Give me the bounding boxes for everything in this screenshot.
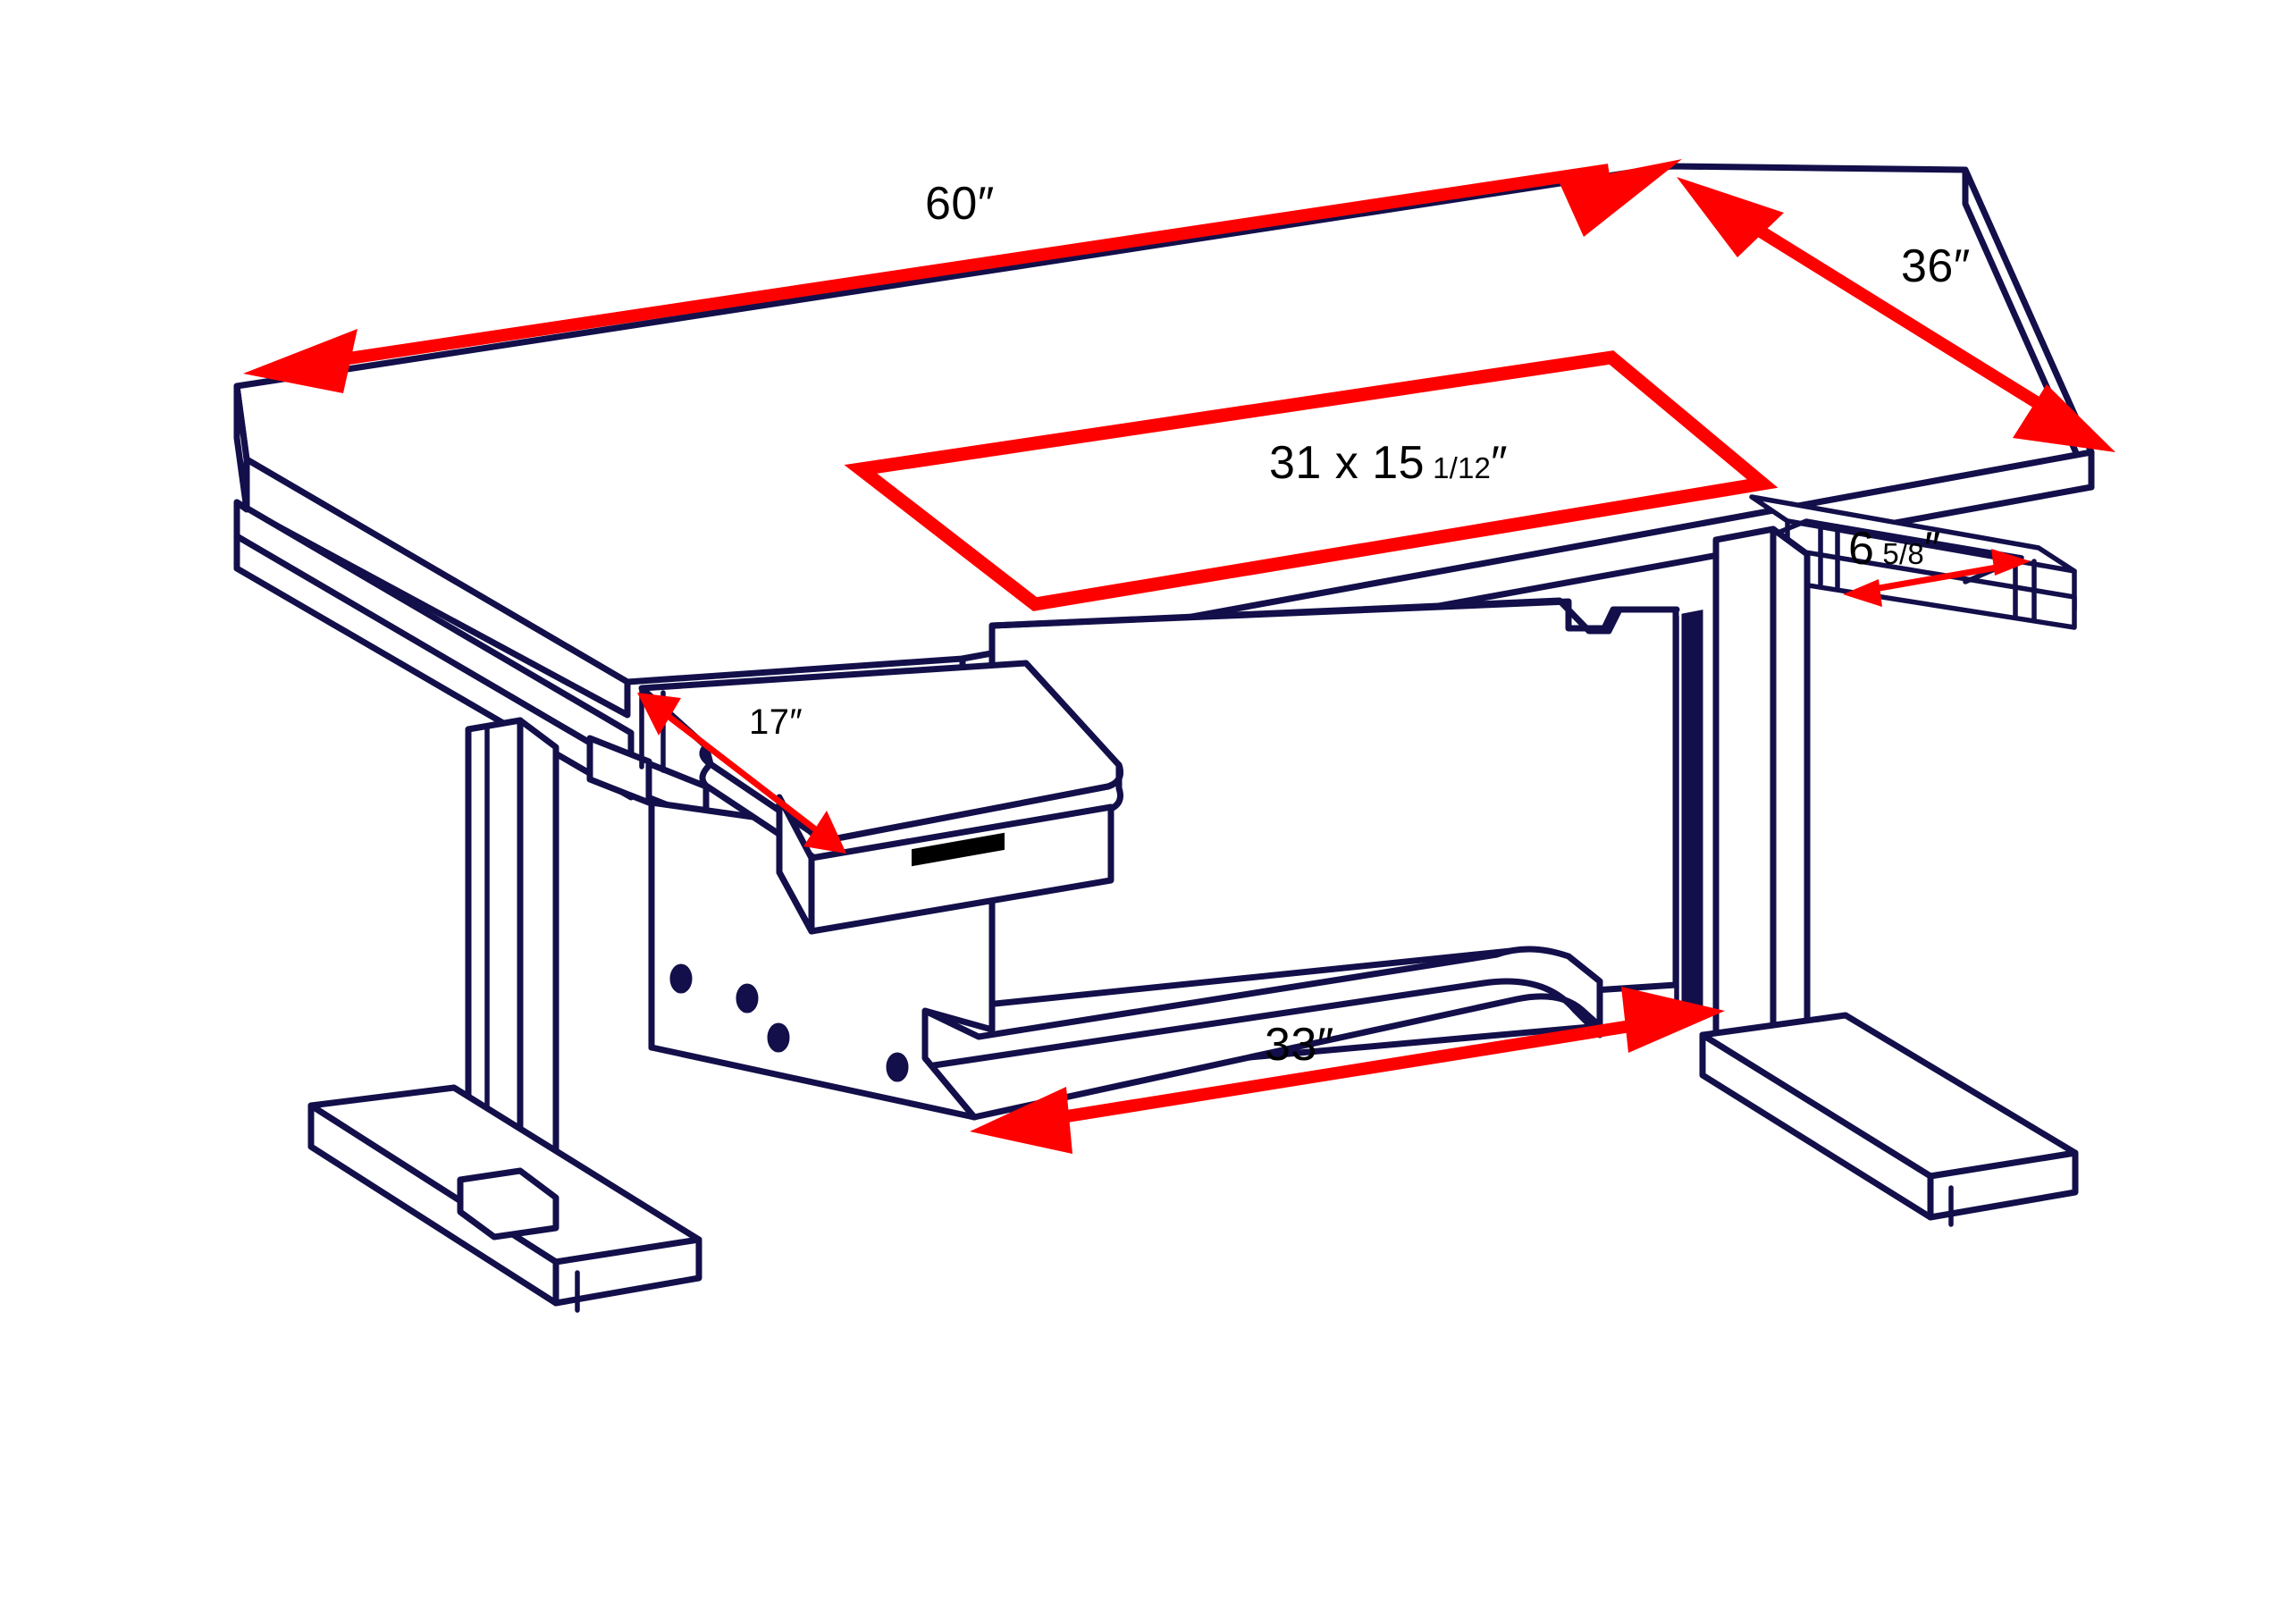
dimension-value-tray-depth: 17 — [749, 702, 790, 742]
panel-hole-1 — [669, 963, 693, 994]
dimension-label-36: 36″ — [1901, 240, 1970, 293]
tray-left-bracket — [586, 735, 652, 806]
dim-worksurface-rectangle — [844, 350, 1779, 611]
dimension-unit-60: ″ — [977, 178, 995, 230]
modesty-panel-top-profile — [988, 597, 1680, 635]
left-foot-column-junction — [457, 1167, 559, 1241]
dim-17-line — [656, 706, 828, 840]
right-leg-column-side — [1770, 526, 1811, 1053]
dim-36-arrowhead-top — [1677, 177, 1784, 257]
dimension-value-worksurface: 31 x 15 — [1269, 437, 1426, 489]
left-foot-end — [552, 1236, 702, 1307]
dim-36-arrowhead-bottom — [2013, 384, 2115, 452]
dimension-unit-rear-apron: ″ — [1923, 523, 1941, 575]
keyboard-tray-drawer-bottom-left — [776, 869, 815, 935]
dim-17-arrowhead-upper — [637, 693, 681, 736]
dimension-unit-36: ″ — [1953, 240, 1971, 292]
dimension-value-36: 36 — [1901, 240, 1954, 292]
dim-33-arrowhead-left — [970, 1087, 1072, 1154]
dim-6-58-arrowhead-left — [1843, 579, 1882, 607]
dimension-value-60: 60 — [925, 178, 978, 230]
dim-6-58-line — [1858, 561, 2013, 595]
dimension-unit-worksurface: ″ — [1491, 437, 1508, 489]
right-foot-end — [1927, 1149, 2079, 1221]
panel-hole-2 — [736, 983, 759, 1013]
dim-60-arrowhead-right — [1560, 159, 1682, 237]
dim-33-arrowhead-right — [1621, 987, 1725, 1053]
dimension-fraction-worksurface: 1/12 — [1433, 451, 1492, 484]
dim-17-arrowhead-lower — [803, 811, 846, 854]
crossbar-lower-rail — [930, 978, 1603, 1069]
dimension-fraction-rear-apron: 5/8 — [1882, 537, 1924, 570]
dimension-label-leg-span: 33″ — [1265, 1018, 1333, 1072]
panel-hole-4 — [886, 1052, 909, 1082]
dim-36-line — [1712, 198, 2074, 429]
dim-60-line — [293, 164, 1611, 373]
desktop-front-left-thickness — [243, 456, 631, 719]
dimension-label-60: 60″ — [925, 177, 994, 231]
dim-6-58-arrowhead-right — [1991, 549, 2031, 576]
right-leg-column-front — [1712, 526, 1777, 1045]
dimension-label-tray-depth: 17″ — [749, 702, 803, 743]
dimension-unit-tray-depth: ″ — [789, 702, 803, 742]
dimension-value-rear-apron: 6 — [1848, 523, 1875, 575]
keyboard-tray-edge — [699, 743, 1123, 866]
dim-33-line — [1026, 1014, 1666, 1129]
right-leg-inner-column — [1681, 610, 1703, 1011]
front-apron-rail-left-cap — [233, 499, 250, 513]
dimension-value-leg-span: 33 — [1265, 1019, 1317, 1071]
dim-60-arrowhead-left — [243, 329, 357, 393]
keyboard-tray-handle-slot[interactable] — [912, 832, 1005, 867]
panel-hole-3 — [767, 1022, 790, 1053]
dimension-unit-leg-span: ″ — [1316, 1019, 1334, 1071]
